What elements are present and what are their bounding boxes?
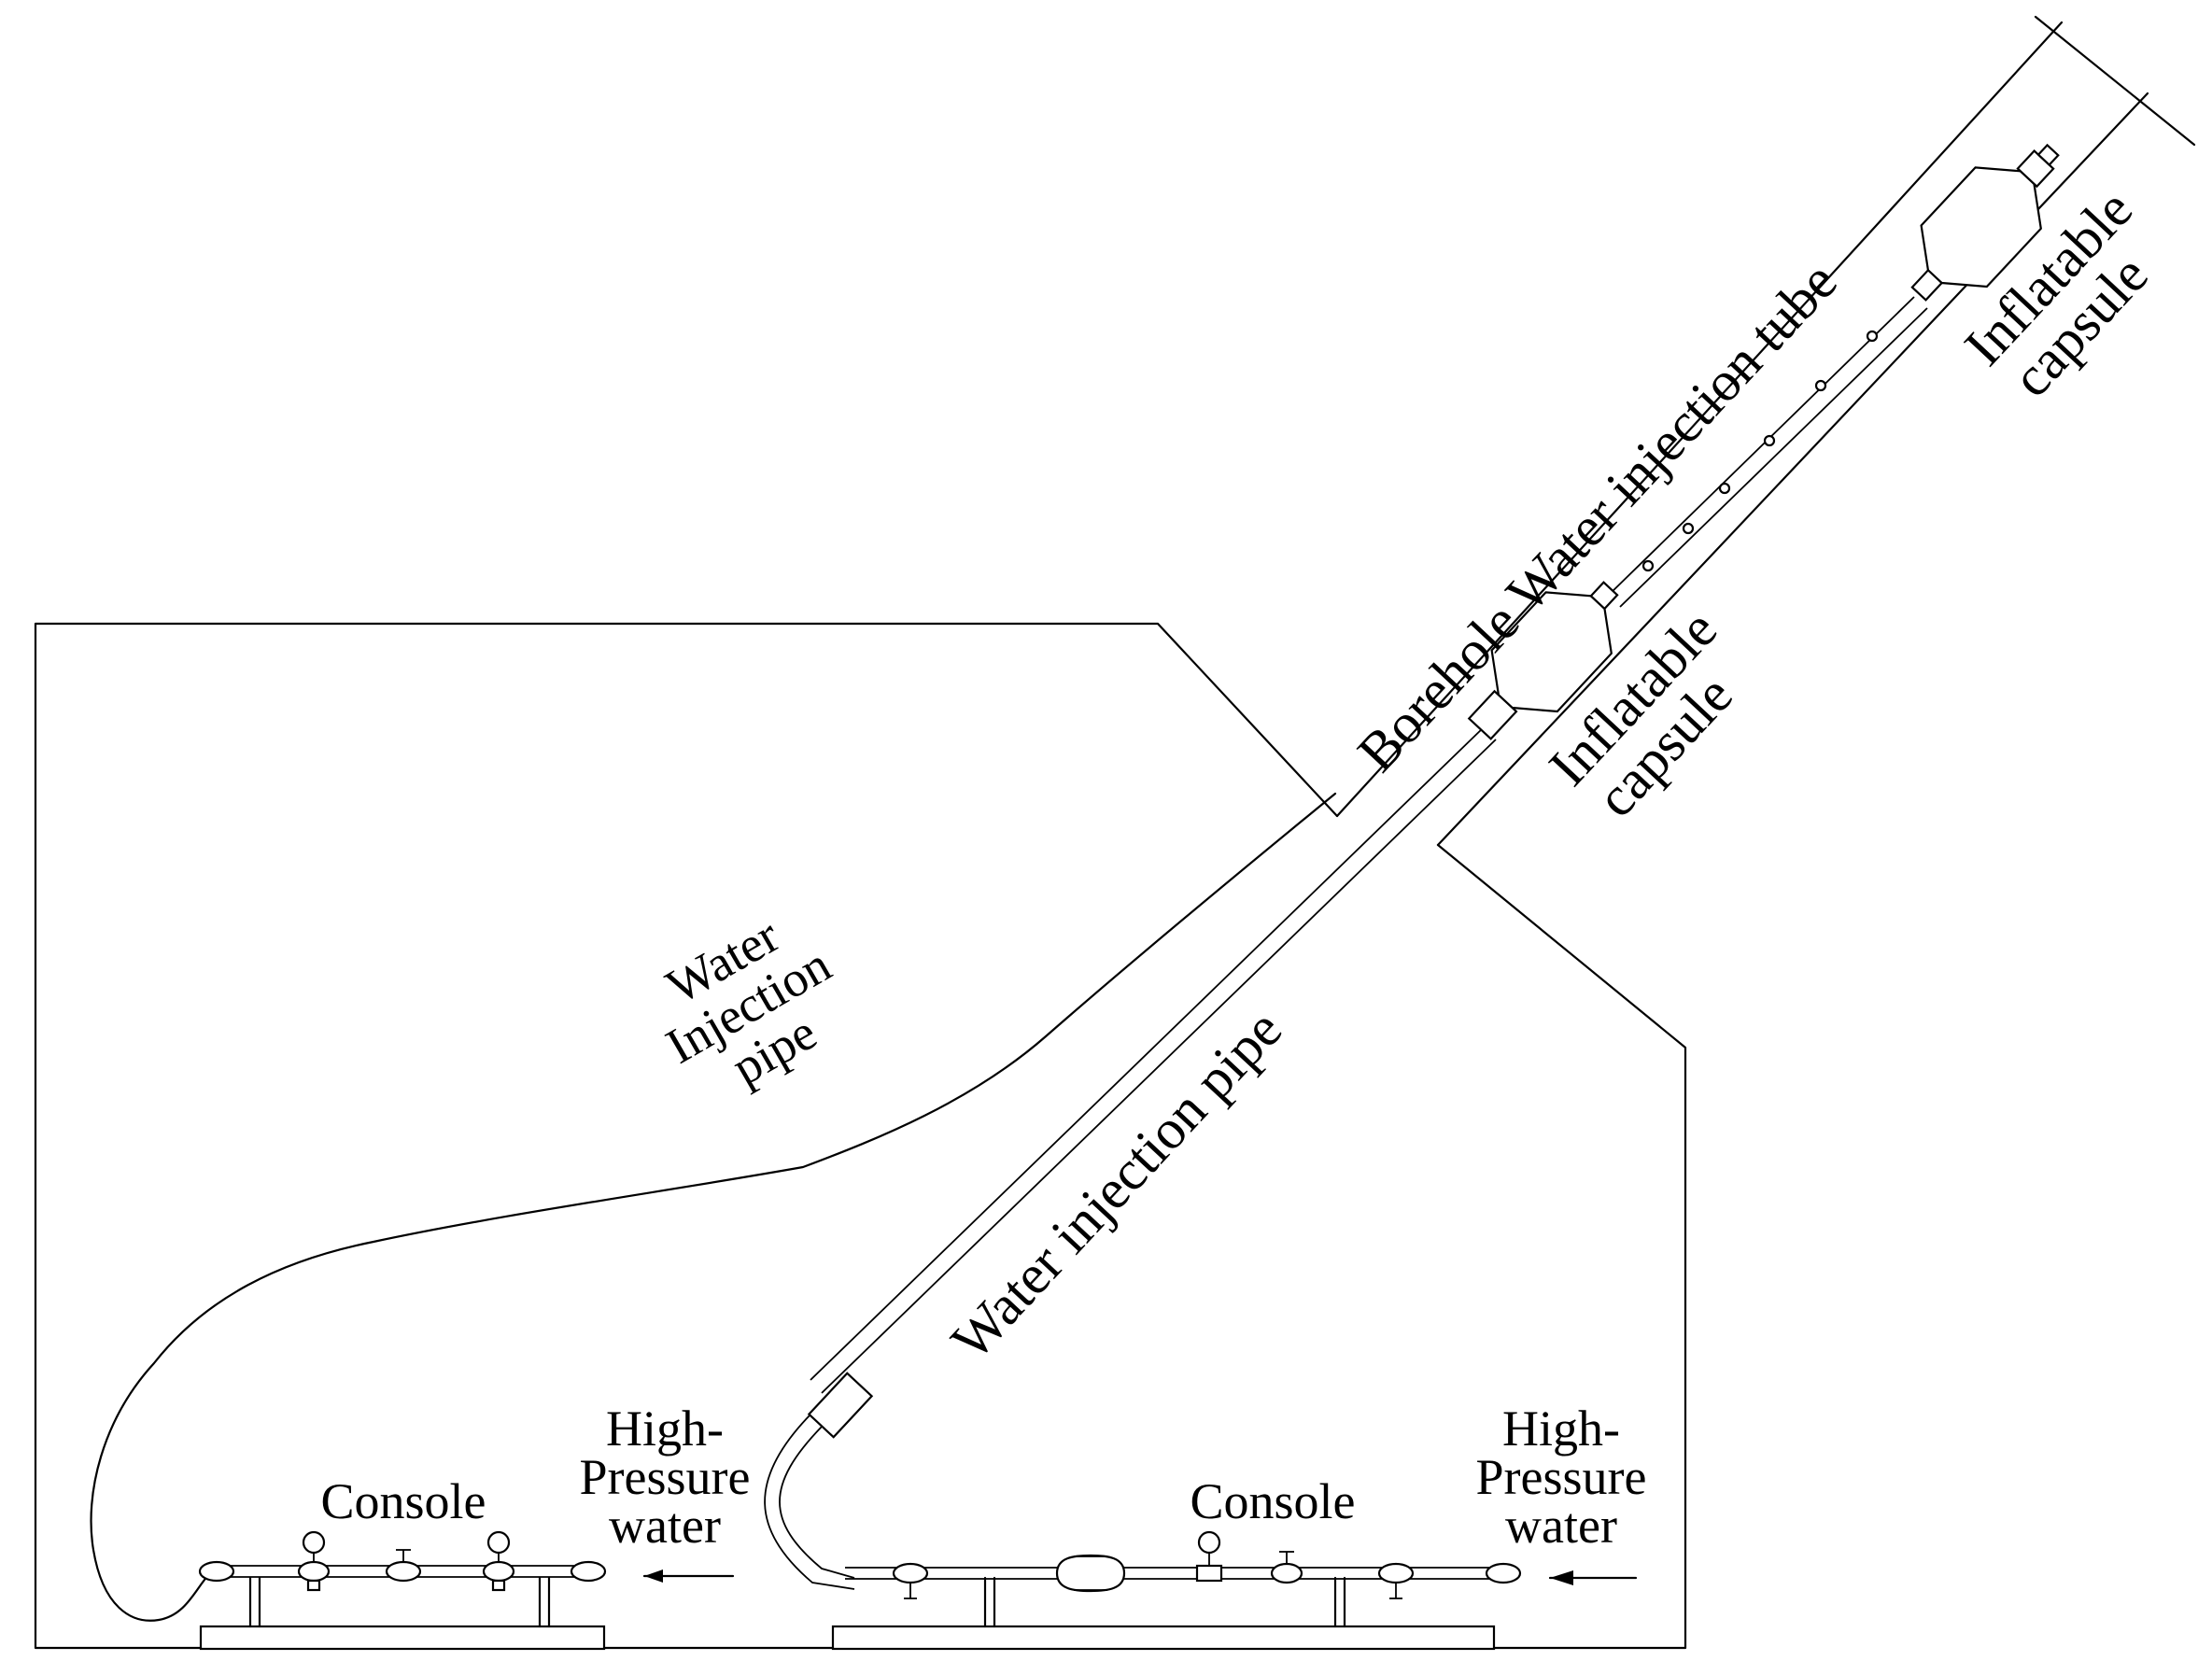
borehole-wall-upper [1335, 21, 2064, 818]
valve-icon [385, 1549, 422, 1583]
borehole-end-cap [2034, 15, 2196, 147]
pipe-coupling [807, 1372, 874, 1439]
console-right [831, 1530, 1638, 1651]
pipe-bend-b [764, 1414, 855, 1590]
svg-text:Pressure: Pressure [1476, 1449, 1647, 1505]
console-base [831, 1625, 1496, 1651]
injection-tube-line-b [821, 739, 1497, 1394]
inflatable-capsule-lower [1467, 581, 1619, 740]
roadway-outline [34, 622, 1687, 1650]
flow-meter-icon [1055, 1554, 1126, 1593]
perforation-hole [1763, 434, 1776, 447]
label-console-right: Console [1190, 1473, 1355, 1529]
label-console-left: Console [320, 1473, 486, 1529]
pipe-end-fitting [1485, 1562, 1522, 1584]
svg-text:High-: High- [1502, 1401, 1620, 1457]
svg-text:Pressure: Pressure [580, 1449, 751, 1505]
pressure-gauge-icon [1195, 1530, 1223, 1583]
flow-arrow-icon [1548, 1570, 1638, 1585]
pipe-end-fitting [570, 1560, 607, 1583]
label-high-pressure-water-right: High- Pressure water [1476, 1401, 1647, 1554]
valve-icon [1377, 1562, 1415, 1599]
console-base [199, 1625, 606, 1651]
valve-icon [1270, 1551, 1303, 1584]
label-water-injection-pipe-left: Water Injection pipe [656, 907, 839, 1095]
label-water-injection-pipe-diag: Water injection pipe [939, 998, 1293, 1372]
perforation-hole [1682, 522, 1695, 535]
valve-icon [892, 1562, 929, 1599]
flexible-water-pipe [90, 792, 1337, 1622]
injection-tube-inner-a [1605, 296, 1915, 598]
perforation-hole [1814, 379, 1827, 392]
pressure-gauge-icon [482, 1530, 515, 1592]
svg-text:water: water [609, 1498, 721, 1554]
pipe-bend-a [779, 1426, 855, 1579]
injection-tube-inner-b [1619, 307, 1928, 608]
inflatable-capsule-upper [1910, 143, 2060, 302]
svg-text:High-: High- [606, 1401, 724, 1457]
injection-tube-line-a [810, 725, 1486, 1381]
svg-text:water: water [1505, 1498, 1617, 1554]
console-left [198, 1530, 735, 1651]
pipe-end-fitting [198, 1560, 235, 1583]
perforation-hole [1641, 559, 1655, 572]
borehole-wall-lower [1436, 91, 2149, 847]
perforation-hole [1718, 482, 1731, 495]
pressure-gauge-icon [297, 1530, 331, 1592]
flow-arrow-icon [642, 1569, 735, 1583]
label-high-pressure-water-left: High- Pressure water [580, 1401, 751, 1554]
perforation-hole [1866, 330, 1879, 343]
tube-perforations [1641, 330, 1879, 572]
